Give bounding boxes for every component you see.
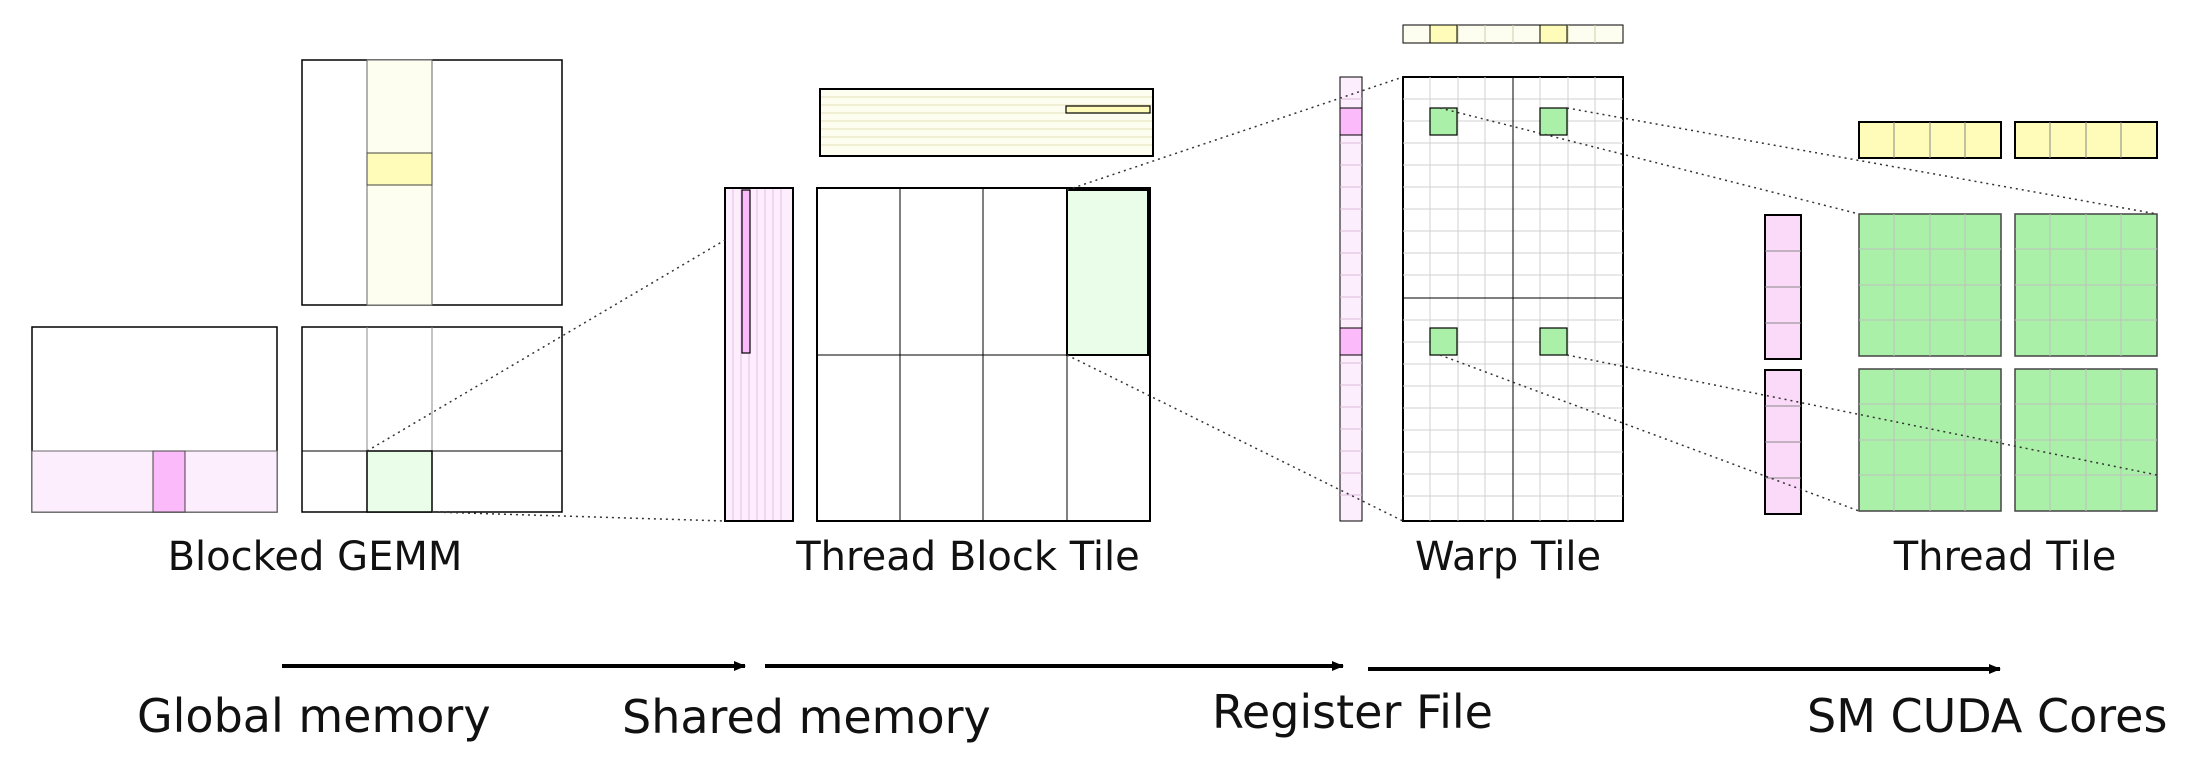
warp-c-tile xyxy=(1402,76,1624,522)
a-tile xyxy=(152,450,186,513)
memory-flow-arrows xyxy=(282,661,2001,674)
c-block-tile xyxy=(366,450,433,513)
panel-labels: Blocked GEMM Thread Block Tile Warp Tile… xyxy=(168,534,2117,580)
thread-c-block-4 xyxy=(2014,368,2158,512)
warp-b-element-2 xyxy=(1539,24,1568,44)
thread-c-accumulators xyxy=(1858,213,2158,512)
smem-a-fragment xyxy=(741,189,751,354)
label-blocked-gemm: Blocked GEMM xyxy=(168,534,463,580)
warp-a-fragment xyxy=(1339,76,1363,522)
thread-tile-panel xyxy=(1764,121,2158,515)
matrix-a-global xyxy=(31,326,278,513)
thread-c-element-3 xyxy=(1429,327,1458,356)
smem-b-fragment xyxy=(1065,105,1151,114)
memory-level-labels: Global memory Shared memory Register Fil… xyxy=(137,685,2167,744)
thread-c-block-2 xyxy=(2014,213,2158,357)
label-warp-tile: Warp Tile xyxy=(1415,534,1601,580)
warp-tile-panel xyxy=(1339,24,1624,522)
thread-a-fragment-2 xyxy=(1764,369,1802,515)
warp-b-fragment xyxy=(1402,24,1624,44)
warp-a-element-1 xyxy=(1339,107,1363,136)
memory-level-cores: SM CUDA Cores xyxy=(1807,689,2167,743)
label-thread-block-tile: Thread Block Tile xyxy=(795,534,1140,580)
thread-block-tile-panel xyxy=(724,88,1154,522)
memory-level-register: Register File xyxy=(1212,685,1493,739)
block-c-tile xyxy=(816,187,1151,522)
thread-c-element-4 xyxy=(1539,327,1568,356)
thread-b-fragment-1 xyxy=(1858,121,2002,159)
smem-a-tile xyxy=(724,187,794,522)
thread-a-fragment-1 xyxy=(1764,214,1802,360)
b-tile xyxy=(366,152,433,186)
thread-c-block-3 xyxy=(1858,368,2002,512)
thread-c-element-1 xyxy=(1429,107,1458,136)
warp-b-element-1 xyxy=(1429,24,1458,44)
zoom-connectors xyxy=(366,76,2158,522)
smem-b-tile xyxy=(819,88,1154,157)
matrix-b-global xyxy=(301,59,563,306)
thread-b-fragment-2 xyxy=(2014,121,2158,159)
thread-c-block-1 xyxy=(1858,213,2002,357)
warp-a-element-2 xyxy=(1339,327,1363,356)
memory-level-shared: Shared memory xyxy=(622,690,991,744)
thread-c-element-2 xyxy=(1539,107,1568,136)
warp-c-tile-highlight xyxy=(1066,189,1149,356)
matrix-c-global xyxy=(301,326,563,513)
label-thread-tile: Thread Tile xyxy=(1893,534,2117,580)
blocked-gemm-panel xyxy=(31,59,563,513)
memory-level-global: Global memory xyxy=(137,689,491,743)
